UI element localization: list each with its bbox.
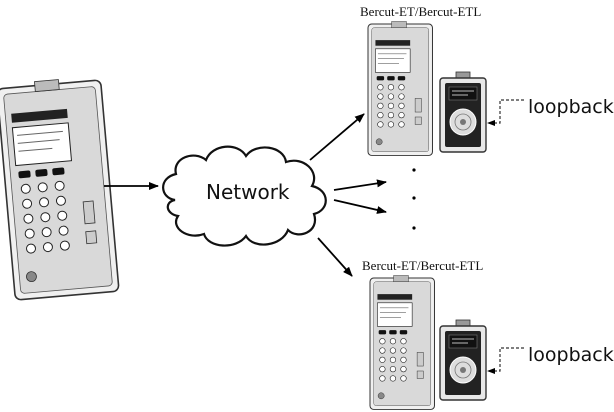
remote-bottom-caption: Bercut-ET/Bercut-ETL <box>362 258 484 273</box>
loopback-device-bottom <box>439 319 487 401</box>
network-cloud-icon <box>162 145 327 247</box>
arrow-network-to-bottom <box>317 237 353 277</box>
loopback-label-top: loopback <box>528 96 614 118</box>
loopback-path-top <box>487 99 524 126</box>
remote-top-caption: Bercut-ET/Bercut-ETL <box>360 4 482 19</box>
loopback-path-bottom <box>487 347 524 374</box>
loopback-label-bottom: loopback <box>528 344 614 366</box>
network-label: Network <box>206 180 290 204</box>
arrow-network-to-top <box>309 113 365 161</box>
arrow-network-to-middle-2 <box>333 199 387 214</box>
main-tester-device <box>0 75 120 301</box>
arrow-network-to-middle-1 <box>333 179 387 191</box>
loopback-device-top <box>439 71 487 153</box>
remote-tester-top <box>367 21 433 156</box>
more-devices-ellipsis <box>412 168 416 230</box>
remote-tester-bottom <box>369 275 435 410</box>
